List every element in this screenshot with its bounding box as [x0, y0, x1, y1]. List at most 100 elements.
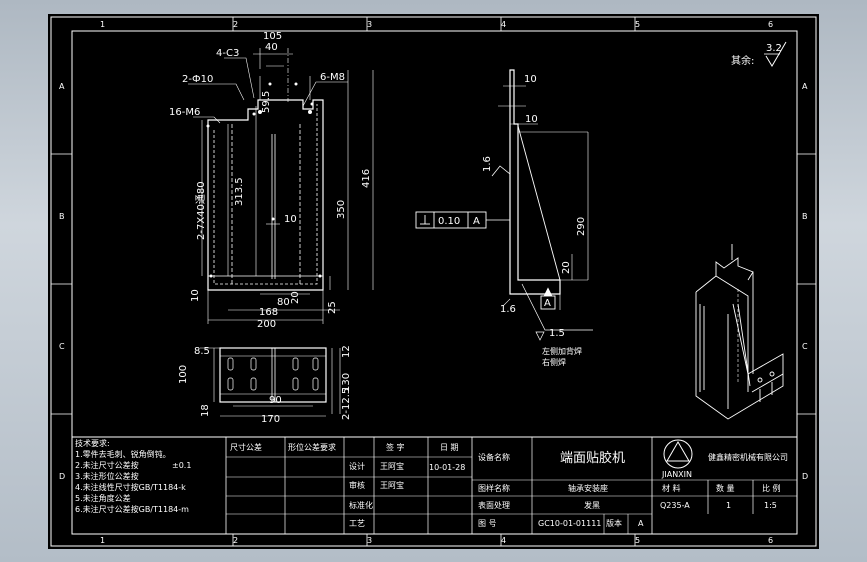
- svg-text:图 号: 图 号: [478, 519, 497, 528]
- front-view: [188, 48, 374, 324]
- svg-text:轴承安装座: 轴承安装座: [568, 483, 608, 493]
- svg-text:日 期: 日 期: [440, 443, 459, 452]
- svg-text:105: 105: [263, 31, 282, 42]
- top-view: [200, 347, 341, 417]
- svg-text:A: A: [473, 216, 480, 227]
- svg-text:2-7X40通80: 2-7X40通80: [195, 181, 207, 240]
- grid-num-4-bottom: 4: [501, 536, 506, 545]
- svg-text:尺寸公差: 尺寸公差: [230, 442, 262, 452]
- svg-text:标准化: 标准化: [349, 500, 373, 510]
- svg-text:技术要求:: 技术要求:: [75, 438, 110, 448]
- drawing-canvas: 1 2 3 4 5 6 1 2 3 4 5 6 A B C D A B C D …: [50, 16, 817, 547]
- svg-text:10: 10: [524, 74, 537, 85]
- grid-num-5-bottom: 5: [635, 536, 640, 545]
- svg-text:10-01-28: 10-01-28: [429, 463, 465, 472]
- svg-text:1.零件去毛刺、锐角倒钝。: 1.零件去毛刺、锐角倒钝。: [75, 449, 171, 459]
- svg-text:1.6: 1.6: [482, 156, 493, 172]
- svg-text:工艺: 工艺: [349, 519, 365, 528]
- svg-text:签 字: 签 字: [386, 442, 405, 452]
- outer-border: [50, 16, 817, 547]
- grid-num-6: 6: [768, 20, 773, 29]
- grid-num-2: 2: [233, 20, 238, 29]
- drawing-sheet: 1 2 3 4 5 6 1 2 3 4 5 6 A B C D A B C D …: [48, 14, 819, 549]
- svg-text:JIANXIN: JIANXIN: [661, 470, 692, 479]
- svg-text:±0.1: ±0.1: [172, 461, 191, 470]
- svg-text:200: 200: [257, 319, 276, 330]
- grid-num-5: 5: [635, 20, 640, 29]
- svg-text:18: 18: [200, 404, 211, 417]
- svg-text:左侧加背焊: 左侧加背焊: [542, 346, 582, 356]
- svg-text:版本: 版本: [606, 518, 622, 528]
- svg-text:1.6: 1.6: [500, 304, 516, 315]
- svg-text:170: 170: [261, 414, 280, 425]
- svg-text:4-C3: 4-C3: [216, 48, 239, 59]
- svg-text:3.2: 3.2: [766, 43, 782, 54]
- roughness-symbol: 其余: 3.2: [731, 41, 787, 67]
- grid-num-1: 1: [100, 20, 105, 29]
- svg-text:Q235-A: Q235-A: [660, 501, 690, 510]
- svg-text:王阿宝: 王阿宝: [380, 461, 404, 471]
- technical-notes: 技术要求: 1.零件去毛刺、锐角倒钝。 2.未注尺寸公差按 3.未注形位公差按 …: [75, 438, 191, 514]
- svg-text:健鑫精密机械有限公司: 健鑫精密机械有限公司: [708, 452, 788, 462]
- grid-letter-d-right: D: [802, 472, 808, 481]
- grid-letter-b: B: [59, 212, 65, 221]
- grid-letter-c: C: [59, 342, 65, 351]
- svg-text:材 料: 材 料: [662, 483, 681, 493]
- svg-text:6.未注尺寸公差按GB/T1184-m: 6.未注尺寸公差按GB/T1184-m: [75, 504, 189, 514]
- side-view-labels: 10 10 1.6 290 20 0.10 A A 1.6 1.5 左侧加背焊 …: [438, 74, 587, 367]
- svg-text:100: 100: [178, 365, 189, 384]
- grid-num-6-bottom: 6: [768, 536, 773, 545]
- svg-text:2-Ф10: 2-Ф10: [182, 74, 213, 85]
- svg-text:审核: 审核: [349, 480, 365, 490]
- svg-text:1: 1: [726, 501, 731, 510]
- svg-text:2.未注尺寸公差按: 2.未注尺寸公差按: [75, 460, 139, 470]
- svg-text:10: 10: [190, 289, 201, 302]
- svg-text:10: 10: [525, 114, 538, 125]
- svg-text:表面处理: 表面处理: [478, 500, 510, 510]
- svg-text:168: 168: [259, 307, 278, 318]
- svg-text:形位公差要求: 形位公差要求: [288, 442, 336, 452]
- svg-text:20: 20: [561, 261, 572, 274]
- front-view-labels: 105 40 4-C3 2-Ф10 6-M8 16-M6 59.5 2-7X40…: [169, 31, 372, 330]
- svg-text:16-M6: 16-M6: [169, 107, 200, 118]
- svg-text:10: 10: [284, 214, 297, 225]
- title-block: 尺寸公差 形位公差要求 签 字 日 期 设计 王阿宝 10-01-28 审核 王…: [230, 439, 788, 528]
- grid-num-3: 3: [367, 20, 372, 29]
- grid-letter-b-right: B: [802, 212, 808, 221]
- svg-text:350: 350: [336, 200, 347, 219]
- isometric-view: [695, 244, 784, 420]
- grid-letter-c-right: C: [802, 342, 808, 351]
- grid-num-1-bottom: 1: [100, 536, 105, 545]
- grid-num-3-bottom: 3: [367, 536, 372, 545]
- svg-text:313.5: 313.5: [234, 177, 245, 206]
- svg-text:端面贴胶机: 端面贴胶机: [560, 450, 625, 466]
- svg-text:发黑: 发黑: [584, 500, 600, 510]
- svg-text:40: 40: [265, 42, 278, 53]
- svg-text:图样名称: 图样名称: [478, 483, 510, 493]
- grid-letter-a: A: [59, 82, 65, 91]
- svg-text:416: 416: [361, 169, 372, 188]
- grid-num-2-bottom: 2: [233, 536, 238, 545]
- svg-text:90: 90: [269, 395, 282, 406]
- grid-letter-a-right: A: [802, 82, 808, 91]
- grid-num-4: 4: [501, 20, 506, 29]
- svg-text:290: 290: [576, 217, 587, 236]
- company-logo: JIANXIN: [661, 439, 693, 479]
- svg-text:数 量: 数 量: [716, 483, 735, 493]
- svg-text:12: 12: [341, 345, 352, 358]
- svg-text:比 例: 比 例: [762, 483, 781, 493]
- grid-letter-d: D: [59, 472, 65, 481]
- svg-text:5.未注角度公差: 5.未注角度公差: [75, 493, 131, 503]
- svg-text:A: A: [544, 298, 551, 309]
- svg-text:130: 130: [341, 373, 352, 392]
- svg-text:1.5: 1.5: [549, 328, 565, 339]
- svg-text:59.5: 59.5: [261, 91, 272, 113]
- svg-text:设计: 设计: [349, 461, 365, 471]
- svg-text:80: 80: [277, 297, 290, 308]
- svg-text:25: 25: [327, 301, 338, 314]
- svg-text:3.未注形位公差按: 3.未注形位公差按: [75, 471, 139, 481]
- svg-text:设备名称: 设备名称: [478, 452, 510, 462]
- svg-text:0.10: 0.10: [438, 216, 460, 227]
- top-view-labels: 8.5 100 18 90 170 12 130 2-12.5: [178, 345, 352, 425]
- title-block-lines: [71, 436, 798, 535]
